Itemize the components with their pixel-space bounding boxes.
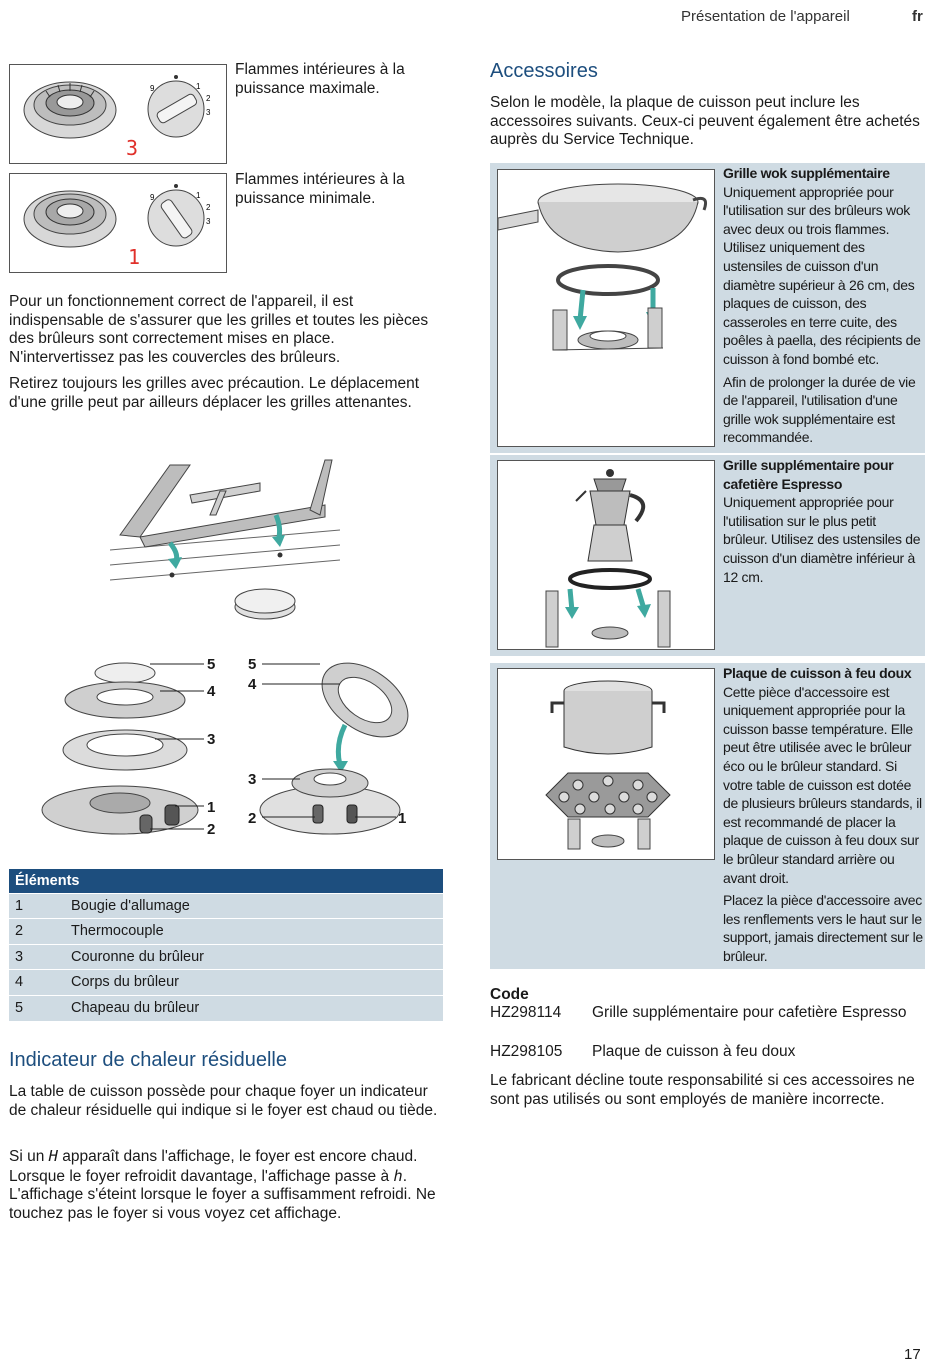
page-number: 17: [904, 1346, 921, 1363]
espresso-p1: Uniquement appropriée pour l'utilisation…: [723, 494, 921, 585]
flame-max-illustration: 9 1 2 3 3: [9, 64, 227, 164]
espresso-illustration: [497, 460, 715, 650]
wok-illustration: [497, 169, 715, 447]
residual-title: Indicateur de chaleur résiduelle: [9, 1049, 287, 1071]
grille-removal-illustration: [109, 455, 341, 655]
elements-table-header: Éléments: [9, 869, 443, 893]
callout-2-left: 2: [207, 821, 216, 838]
row-label: Couronne du brûleur: [71, 943, 443, 970]
simmer-text: Plaque de cuisson à feu doux Cette pièce…: [723, 664, 923, 966]
header-lang: fr: [912, 8, 923, 25]
row-label: Chapeau du brûleur: [71, 994, 443, 1021]
wok-title: Grille wok supplémentaire: [723, 165, 890, 181]
knob-mark-2: 2: [206, 203, 211, 212]
accessories-intro: Selon le modèle, la plaque de cuisson pe…: [490, 94, 920, 148]
wok-text: Grille wok supplémentaire Uniquement app…: [723, 164, 923, 447]
knob-mark-9: 9: [150, 193, 155, 202]
residual-p2-a: Si un: [9, 1148, 49, 1165]
row-number: 2: [9, 918, 71, 944]
callout-2-right: 2: [248, 810, 257, 827]
espresso-text: Grille supplémentaire pour cafetière Esp…: [723, 456, 923, 586]
flame-max-display: 3: [126, 136, 138, 160]
residual-p1: La table de cuisson possède pour chaque …: [9, 1083, 438, 1119]
code-1: HZ298114: [490, 1004, 562, 1021]
code-2-label: Plaque de cuisson à feu doux: [592, 1043, 796, 1060]
wok-p1: Uniquement appropriée pour l'utilisation…: [723, 183, 921, 367]
flame-max-text: Flammes intérieures à la puissance maxim…: [235, 61, 405, 97]
row-number: 4: [9, 969, 71, 995]
code-1-label: Grille supplémentaire pour cafetière Esp…: [592, 1004, 907, 1021]
callout-4-left: 4: [207, 683, 216, 700]
burner-exploded-left: [30, 655, 210, 840]
accessory-espresso: Grille supplémentaire pour cafetière Esp…: [490, 455, 925, 656]
callout-4-right: 4: [248, 676, 257, 693]
residual-p2-c: . L'affichage s'éteint lorsque le foyer …: [9, 1167, 436, 1222]
para-grilles-2: Retirez toujours les grilles avec précau…: [9, 375, 420, 411]
row-label: Bougie d'allumage: [71, 892, 443, 919]
simmer-title: Plaque de cuisson à feu doux: [723, 665, 912, 681]
code-title: Code: [490, 986, 529, 1003]
knob-mark-1: 1: [196, 191, 201, 200]
knob-mark-9: 9: [150, 84, 155, 93]
flame-min-display: 1: [128, 245, 140, 269]
knob-mark-2: 2: [206, 94, 211, 103]
flame-min-text: Flammes intérieures à la puissance minim…: [235, 171, 405, 207]
callout-3-left: 3: [207, 731, 216, 748]
callout-1-right: 1: [398, 810, 407, 827]
residual-symbol-H: H: [48, 1147, 58, 1165]
row-number: 3: [9, 943, 71, 970]
header-section: Présentation de l'appareil: [681, 8, 850, 25]
wok-p2: Afin de prolonger la durée de vie de l'a…: [723, 373, 916, 446]
callout-5-right: 5: [248, 656, 257, 673]
disclaimer: Le fabricant décline toute responsabilit…: [490, 1072, 915, 1108]
row-label: Thermocouple: [71, 918, 443, 944]
simmer-p2: Placez la pièce d'accessoire avec les re…: [723, 892, 923, 964]
accessory-simmer: Plaque de cuisson à feu doux Cette pièce…: [490, 663, 925, 969]
espresso-title: Grille supplémentaire pour cafetière Esp…: [723, 457, 894, 492]
simmer-illustration: [497, 668, 715, 860]
residual-p2: Si un H apparaît dans l'affichage, le fo…: [9, 1147, 441, 1223]
residual-symbol-h: h: [393, 1166, 403, 1185]
row-number: 1: [9, 892, 71, 919]
accessories-title: Accessoires: [490, 60, 598, 82]
residual-p2-b: apparaît dans l'affichage, le foyer est …: [9, 1148, 418, 1185]
para-grilles-1: Pour un fonctionnement correct de l'appa…: [9, 293, 429, 366]
flame-min-illustration: 9 1 2 3 1: [9, 173, 227, 273]
callout-1-left: 1: [207, 799, 216, 816]
callout-5-left: 5: [207, 656, 216, 673]
callout-3-right: 3: [248, 771, 257, 788]
burner-exploded-right: [255, 655, 420, 840]
accessory-wok: Grille wok supplémentaire Uniquement app…: [490, 163, 925, 453]
row-number: 5: [9, 994, 71, 1021]
row-label: Corps du brûleur: [71, 969, 443, 995]
simmer-p1: Cette pièce d'accessoire est uniquement …: [723, 683, 922, 886]
knob-mark-3: 3: [206, 108, 211, 117]
knob-mark-1: 1: [196, 82, 201, 91]
code-2: HZ298105: [490, 1043, 563, 1060]
knob-mark-3: 3: [206, 217, 211, 226]
